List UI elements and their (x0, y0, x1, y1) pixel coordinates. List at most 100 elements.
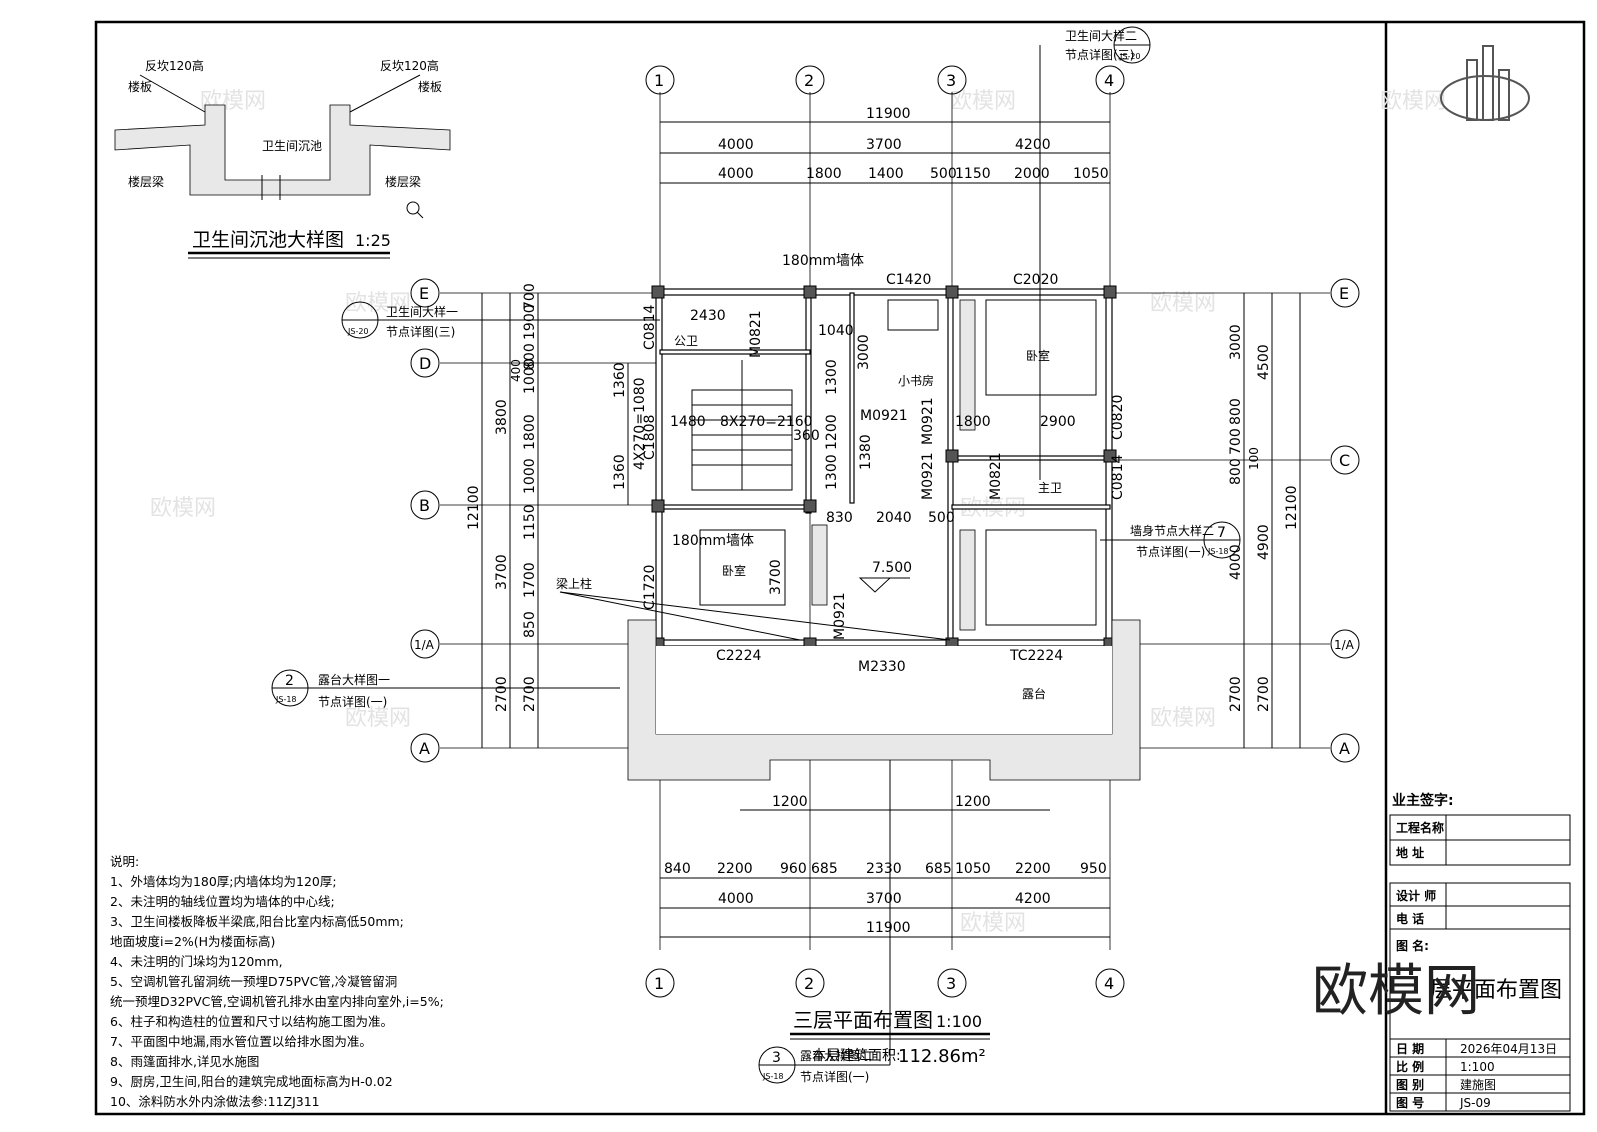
opening-label: M0921 (920, 397, 936, 445)
tb-value: JS-09 (1459, 1096, 1491, 1110)
drawing-name: 层平面布置图 (1430, 978, 1562, 1003)
note-line: 地面坡度i=2%(H为楼面标高) (110, 934, 275, 949)
room-dim: 7.500 (872, 560, 912, 576)
callout-num: 7 (1217, 525, 1226, 541)
top-dimensions: 11900 4000 3700 4200 4000 1800 1400 500 … (660, 106, 1110, 184)
opening-label: M0921 (832, 592, 848, 640)
dim-text: 2330 (866, 861, 902, 877)
dim-text: 800 (1228, 398, 1244, 425)
room-dim: 8X270=2160 (720, 414, 813, 430)
axis-bubbles-top: 1 2 3 4 (645, 65, 1125, 95)
detail-label: 楼板 (418, 79, 442, 94)
dim-text: 100 (1247, 447, 1261, 470)
note-line: 10、涂料防水外内涂做法参:11ZJ311 (110, 1094, 320, 1109)
main-scale: 1:100 (936, 1012, 982, 1031)
callout-text: 卫生间大样二 (1065, 28, 1137, 43)
opening-label: C1808 (642, 415, 658, 460)
watermark: 欧模网 (345, 706, 411, 731)
note-line: 2、未注明的轴线位置均为墙体的中心线; (110, 894, 335, 909)
dim-text: 2200 (717, 861, 753, 877)
callout-sheet: JS-20 (1119, 52, 1141, 61)
room-dim: 3700 (768, 559, 784, 595)
dim-text: 1150 (522, 504, 538, 540)
dim-text: 1700 (522, 562, 538, 598)
room-label: 主卫 (1038, 481, 1062, 495)
sink-detail: 反坎120高 反坎120高 楼板 楼板 卫生间沉池 楼层梁 楼层梁 卫生间沉池大… (114, 58, 451, 259)
room-dim: 1300 (824, 454, 840, 490)
dim-text: 4000 (1228, 544, 1244, 580)
area-value: 112.86m² (898, 1046, 986, 1067)
dim-text: 1200 (772, 794, 808, 810)
dim-text: 800 (1228, 458, 1244, 485)
dim-text: 800 (522, 343, 538, 370)
opening-label: M0921 (860, 408, 908, 424)
opening-label: M2330 (858, 659, 906, 675)
tb-value: 1:100 (1460, 1060, 1495, 1074)
dim-text: 11900 (866, 920, 911, 936)
dim-text: 12100 (466, 485, 482, 530)
drawing-frame (94, 20, 1586, 1116)
callout-num: 2 (285, 673, 294, 689)
watermark: 欧模网 (1380, 89, 1446, 114)
dim-text: 1360 (612, 362, 628, 398)
room-dim: 1040 (818, 323, 854, 339)
dim-text: 2700 (1228, 676, 1244, 712)
watermark: 欧模网 (1150, 291, 1216, 316)
detail-label: 楼层梁 (385, 174, 421, 189)
detail-title: 卫生间沉池大样图 (192, 229, 344, 251)
opening-label: C2020 (1013, 272, 1058, 288)
dim-text: 4200 (1015, 891, 1051, 907)
room-dim: 1800 (955, 414, 991, 430)
dim-text: 1150 (955, 166, 991, 182)
callout-text: 节点详图(三) (1065, 47, 1134, 62)
watermark: 欧模网 (150, 496, 216, 521)
tb-label: 图 别 (1396, 1078, 1424, 1092)
watermark: 欧模网 (345, 291, 411, 316)
title-block: 业主签字: 工程名称 地 址 设计 师 电 话 图 名: 层平面布置图 欧模网 … (1312, 792, 1571, 1112)
dim-text: 850 (522, 611, 538, 638)
owner-sign-label: 业主签字: (1392, 792, 1454, 809)
dim-text: 685 (811, 861, 838, 877)
note-line: 1、外墙体均为180厚;内墙体均为120厚; (110, 874, 337, 889)
beam-column-label: 梁上柱 (556, 576, 592, 591)
staircase (691, 360, 793, 491)
callout-text: 墙身节点大样二 (1130, 523, 1214, 538)
dim-text: 4X270=1080 (632, 377, 648, 470)
callout-text: 卫生间大样一 (386, 304, 458, 319)
callout-sheet: JS-18 (762, 1072, 784, 1081)
left-dimensions: 12100 3800 3700 2700 1900 1000 1800 1000… (466, 283, 648, 748)
room-label: 卧室 (722, 563, 746, 578)
room-dim: 180mm墙体 (672, 533, 754, 549)
dim-text: 3700 (866, 137, 902, 153)
dim-text: 2000 (1014, 166, 1050, 182)
dim-text: 500 (930, 166, 957, 182)
dim-text: 12100 (1284, 485, 1300, 530)
note-line: 6、柱子和构造柱的位置和尺寸以结构施工图为准。 (110, 1014, 393, 1029)
dim-text: 1000 (522, 458, 538, 494)
axis-label: 2 (804, 71, 814, 90)
callout-text: 节点详图(一) (1136, 544, 1205, 559)
callout-sheet: JS-18 (1207, 547, 1229, 556)
axis-label: 4 (1104, 974, 1114, 993)
opening-labels: C1420 C2020 C0814 M0821 M0921 M0921 C180… (642, 272, 1126, 675)
detail-label: 楼板 (128, 79, 152, 94)
dim-text: 2700 (494, 676, 510, 712)
callout-sheet: JS-18 (275, 695, 297, 704)
dim-text: 3000 (1228, 324, 1244, 360)
axis-label: E (1339, 284, 1349, 303)
tb-label: 图 名: (1396, 938, 1429, 953)
room-dim: 2040 (876, 510, 912, 526)
callout-text: 节点详图(一) (318, 694, 387, 709)
axis-label: 1 (654, 974, 664, 993)
opening-label: M0821 (748, 310, 764, 358)
watermark: 欧模网 (950, 89, 1016, 114)
tb-label: 比 例 (1396, 1059, 1424, 1074)
opening-label: C1420 (886, 272, 931, 288)
callout-text: 露台大样图二 (800, 1048, 872, 1063)
dim-text: 1360 (612, 454, 628, 490)
axis-label: C (1339, 451, 1350, 470)
opening-label: C0814 (1110, 455, 1126, 500)
brand-watermark: 欧模网 (1312, 959, 1480, 1024)
room-dim: 1200 (824, 414, 840, 450)
area-label: 本层建筑面积: (812, 1048, 901, 1064)
